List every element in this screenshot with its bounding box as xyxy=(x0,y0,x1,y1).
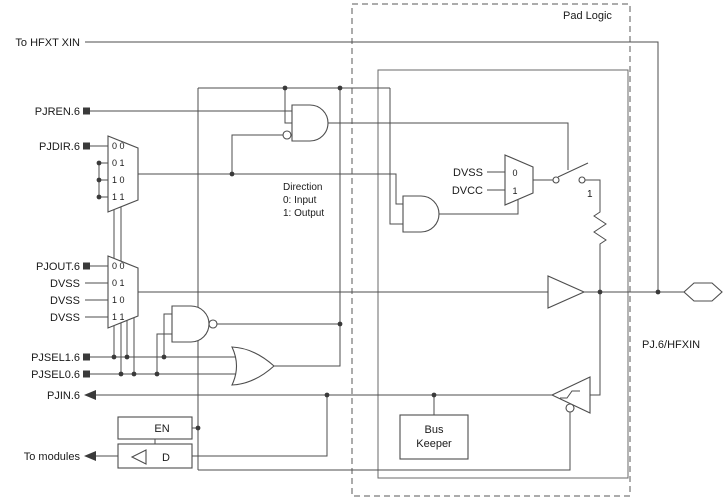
direction-mux-row: 1 1 xyxy=(112,192,125,202)
direction-note-title: Direction xyxy=(283,182,322,193)
pad-logic-boundary xyxy=(351,3,631,497)
direction-mux-row: 1 0 xyxy=(112,175,125,185)
input-latch-en-box xyxy=(117,416,193,440)
pjsel1-label: PJSEL1.6 xyxy=(31,352,80,364)
pjin-arrow-icon xyxy=(84,390,96,400)
pad-pin-symbol xyxy=(683,282,723,302)
input-latch-d-box xyxy=(117,443,193,469)
pad-logic-label: Pad Logic xyxy=(563,10,612,22)
pjren-terminal xyxy=(83,107,90,115)
d-label: D xyxy=(162,452,170,464)
pull-enable-and-gate xyxy=(291,104,329,142)
en-label: EN xyxy=(154,423,169,435)
components xyxy=(107,104,723,469)
direction-mux-row: 0 1 xyxy=(112,158,125,168)
switch-position-label: 1 xyxy=(587,189,593,200)
pjout-label: PJOUT.6 xyxy=(36,261,80,273)
pull-dvss-label: DVSS xyxy=(453,167,483,179)
output-mux xyxy=(107,255,139,329)
to-modules-arrow-icon xyxy=(84,451,96,461)
to-modules-label: To modules xyxy=(24,451,81,463)
enable-bubble xyxy=(565,403,575,413)
inverter-bubble xyxy=(208,319,218,329)
pull-mux-row: 1 xyxy=(512,186,517,196)
junction-dots xyxy=(96,85,661,431)
pjsel0-label: PJSEL0.6 xyxy=(31,369,80,381)
pull-direction-mux xyxy=(504,154,534,206)
dvss-label: DVSS xyxy=(50,312,80,324)
output-buffer xyxy=(547,275,586,309)
labels: Pad Logic To HFXT XIN PJREN.6 PJDIR.6 PJ… xyxy=(15,10,700,464)
pull-dvcc-label: DVCC xyxy=(452,185,483,197)
direction-mux xyxy=(107,135,139,213)
pull-mux-row: 0 xyxy=(512,168,517,178)
pjsel0-terminal xyxy=(83,370,90,378)
switch-arm xyxy=(557,162,589,178)
pjren-label: PJREN.6 xyxy=(35,106,80,118)
switch-contact xyxy=(578,176,586,184)
dvss-label: DVSS xyxy=(50,278,80,290)
inverter-bubble xyxy=(282,130,292,140)
output-mux-row: 1 0 xyxy=(112,295,125,305)
direction-note-input: 0: Input xyxy=(283,195,317,206)
pjout-terminal xyxy=(83,262,90,270)
direction-mux-row: 0 0 xyxy=(112,141,125,151)
pjsel1-terminal xyxy=(83,353,90,361)
terminals xyxy=(83,107,96,461)
bus-keeper-label: Bus xyxy=(425,424,444,436)
direction-note-output: 1: Output xyxy=(283,208,324,219)
to-hfxt-label: To HFXT XIN xyxy=(15,37,80,49)
pjdir-label: PJDIR.6 xyxy=(39,141,80,153)
clock-triangle-icon xyxy=(130,449,147,465)
output-mux-row: 0 0 xyxy=(112,261,125,271)
bus-keeper-label: Keeper xyxy=(416,438,452,450)
output-mux-row: 1 1 xyxy=(112,312,125,322)
sel-or-gate xyxy=(231,346,275,386)
pull-resistor xyxy=(593,210,607,248)
pad-name-label: PJ.6/HFXIN xyxy=(642,339,700,351)
switch-contact xyxy=(552,176,560,184)
hysteresis-icon xyxy=(560,390,580,399)
output-mux-row: 0 1 xyxy=(112,278,125,288)
pjin-label: PJIN.6 xyxy=(47,390,80,402)
dvss-label: DVSS xyxy=(50,295,80,307)
bus-keeper-box xyxy=(399,414,469,460)
pjdir-terminal xyxy=(83,142,90,150)
pull-select-and-gate xyxy=(402,195,440,233)
wires xyxy=(85,41,684,471)
sel-nand-gate xyxy=(171,305,210,343)
